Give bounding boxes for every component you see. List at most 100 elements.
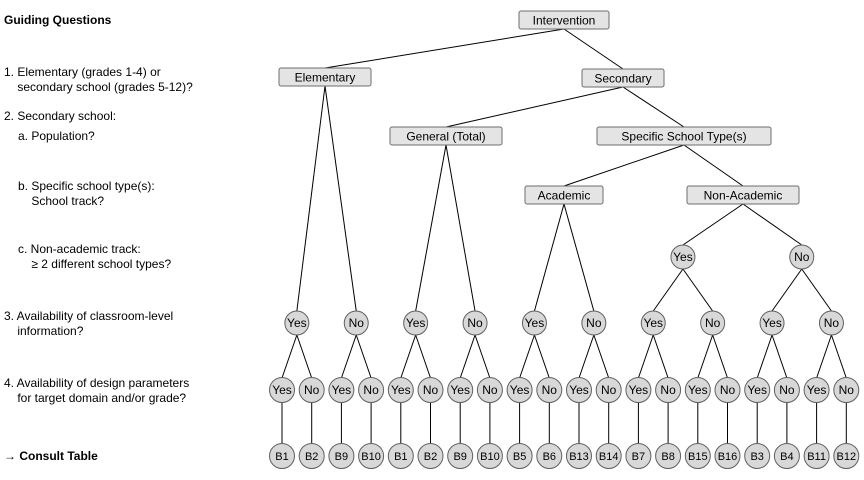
node-design-11-circle [566, 377, 592, 403]
node-table-5: B1 [387, 443, 414, 469]
node-table-2-label: B2 [305, 451, 318, 463]
node-design-12-circle [595, 377, 622, 403]
node-table-14: B8 [655, 443, 682, 469]
node-table-19-circle [803, 443, 830, 469]
node-design-13-label: Yes [629, 383, 649, 397]
node-classroom-7-label: Yes [643, 316, 663, 330]
edge-level4-18 [771, 334, 788, 379]
node-general-total: General (Total) [389, 126, 503, 146]
edge-secondary-specific [622, 86, 685, 128]
node-design-14: No [655, 377, 682, 403]
node-table-6-label: B2 [424, 451, 437, 463]
node-classroom-9: Yes [759, 310, 785, 336]
node-table-4-circle [358, 443, 385, 469]
edge-level4-20 [830, 334, 847, 379]
edge-nonacademic-no [742, 203, 803, 246]
edge-level4-15 [697, 334, 714, 379]
node-design-14-label: No [660, 383, 676, 397]
node-table-8-label: B10 [480, 451, 500, 463]
node-design-11-label: Yes [569, 383, 589, 397]
node-table-13-circle [625, 443, 652, 469]
node-table-16: B16 [714, 443, 741, 469]
node-design-18-circle [773, 377, 800, 403]
node-table-9-label: B5 [513, 451, 526, 463]
edge-level3-2 [324, 85, 357, 312]
edge-level4-14 [652, 334, 669, 379]
tree-edges [281, 28, 847, 444]
node-design-9-label: Yes [510, 383, 530, 397]
edge-level3-5 [533, 203, 565, 312]
node-design-7-label: Yes [450, 383, 470, 397]
node-design-13-circle [625, 377, 652, 403]
edge-root-elementary [324, 28, 565, 69]
node-general-total-box [389, 126, 503, 146]
node-design-5-circle [387, 377, 414, 403]
node-design-2-circle [298, 377, 325, 403]
edge-level3-6 [563, 203, 595, 312]
node-table-13: B7 [625, 443, 652, 469]
node-design-18: No [773, 377, 800, 403]
node-table-7-circle [447, 443, 474, 469]
edge-level4-6 [415, 334, 431, 379]
node-table-12: B14 [595, 443, 622, 469]
node-table-18: B4 [773, 443, 800, 469]
node-design-1-circle [269, 377, 295, 403]
node-design-19: Yes [803, 377, 830, 403]
node-design-20-label: No [839, 383, 855, 397]
question-2a: a. Population? [18, 129, 95, 143]
node-design-8-label: No [482, 383, 498, 397]
node-table-19-label: B11 [807, 451, 826, 463]
edge-level4-2 [296, 334, 313, 379]
node-classroom-3-circle [403, 310, 429, 336]
node-design-6-label: No [423, 383, 439, 397]
node-table-9: B5 [506, 443, 533, 469]
node-table-18-circle [773, 443, 800, 469]
consult-table-label: → Consult Table [4, 449, 98, 463]
node-design-4-label: No [363, 383, 379, 397]
node-table-16-circle [714, 443, 741, 469]
node-table-9-circle [506, 443, 533, 469]
node-specific-school-types-box [596, 126, 772, 146]
edge-level4-9 [519, 334, 535, 379]
node-non-academic-label: Non-Academic [704, 189, 783, 203]
node-table-7: B9 [447, 443, 474, 469]
node-design-19-label: Yes [807, 383, 827, 397]
node-specific-school-types-label: Specific School Type(s) [621, 130, 746, 144]
node-design-17-label: Yes [747, 383, 767, 397]
edge-level4-13 [637, 334, 654, 379]
node-table-6: B2 [417, 443, 444, 469]
node-design-10-circle [536, 377, 563, 403]
node-classroom-2-circle [343, 310, 369, 336]
node-intervention: Intervention [518, 10, 610, 30]
node-table-19: B11 [803, 443, 830, 469]
node-classroom-4-circle [462, 310, 488, 336]
node-table-10: B6 [536, 443, 563, 469]
node-design-3-label: Yes [332, 383, 352, 397]
node-table-16-label: B16 [718, 451, 738, 463]
node-design-17: Yes [744, 377, 771, 403]
node-table-17-circle [744, 443, 771, 469]
node-design-10: No [536, 377, 563, 403]
node-table-17-label: B3 [750, 451, 763, 463]
node-table-15: B15 [684, 443, 711, 469]
node-classroom-5-circle [521, 310, 547, 336]
node-design-8: No [476, 377, 503, 403]
edge-nonacademic-yes [682, 203, 744, 246]
node-table-2-circle [298, 443, 325, 469]
node-table-10-circle [536, 443, 563, 469]
node-design-11: Yes [566, 377, 592, 403]
node-classroom-6-label: No [586, 316, 602, 330]
node-classroom-3-label: Yes [406, 316, 426, 330]
node-table-12-label: B14 [599, 451, 619, 463]
node-design-15-circle [684, 377, 711, 403]
node-intervention-box [518, 10, 610, 30]
node-design-3-circle [328, 377, 355, 403]
node-table-14-circle [655, 443, 682, 469]
node-academic: Academic [524, 185, 604, 205]
node-design-16-label: No [720, 383, 736, 397]
node-school-types-no-circle [789, 244, 815, 270]
edge-level3-3 [415, 144, 447, 312]
node-academic-box [524, 185, 604, 205]
node-table-2: B2 [298, 443, 325, 469]
node-table-4-label: B10 [361, 451, 381, 463]
